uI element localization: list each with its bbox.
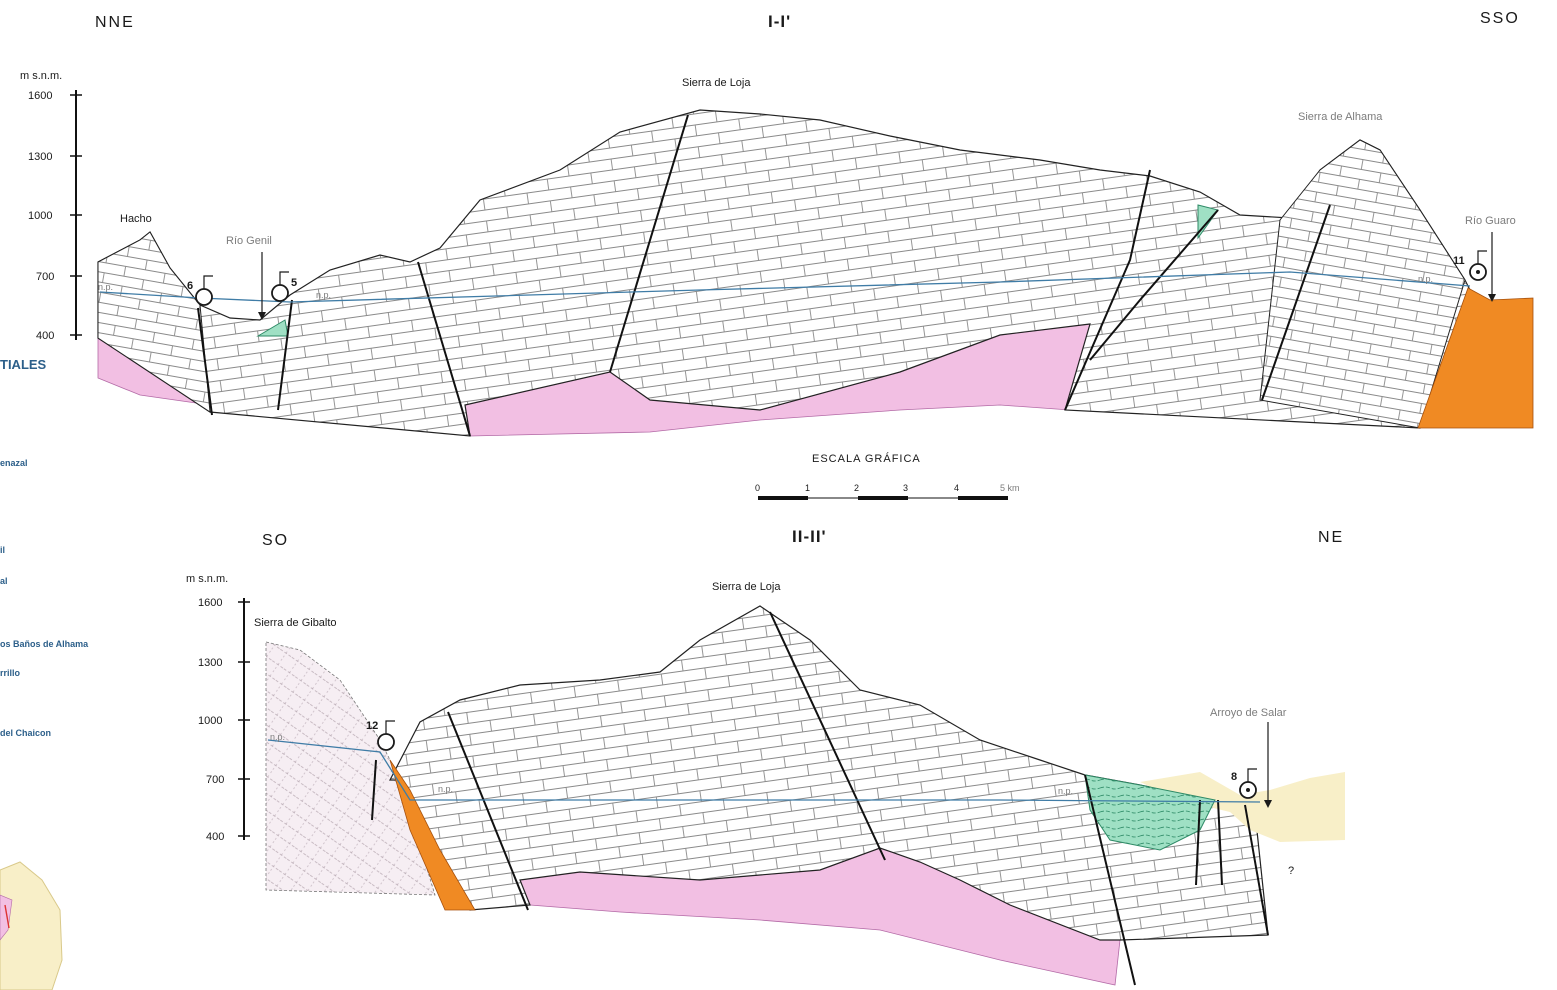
axis-2-tick-1600: 1600 xyxy=(198,597,222,609)
spring-8-label: 8 xyxy=(1231,771,1237,783)
axis-1-tick-1000: 1000 xyxy=(28,210,52,222)
axis-1-tick-700: 700 xyxy=(36,271,54,283)
label-sierra-de-loja-1: Sierra de Loja xyxy=(682,77,751,89)
spring-6-label: 6 xyxy=(187,280,193,292)
scale-end-label: 5 km xyxy=(1000,483,1020,493)
spring-5-label: 5 xyxy=(291,277,297,289)
axis-1-tick-1300: 1300 xyxy=(28,151,52,163)
legend-item-6: del Chaicon xyxy=(0,728,51,738)
label-arroyo-de-salar: Arroyo de Salar xyxy=(1210,707,1287,719)
legend-heading: TIALES xyxy=(0,357,47,372)
section-1-np-mid: n.p. xyxy=(316,290,331,300)
axis-2-tick-1000: 1000 xyxy=(198,715,222,727)
section-2-elevation-axis: m s.n.m. 1600 1300 1000 700 400 xyxy=(186,573,250,843)
scale-tick-2: 2 xyxy=(854,483,859,493)
section-2-title: II-II' xyxy=(792,527,827,546)
label-sierra-de-alhama: Sierra de Alhama xyxy=(1298,111,1383,123)
section-1-elevation-axis: m s.n.m. 1600 1300 1000 700 400 xyxy=(20,70,82,342)
legend-fragments: TIALES enazal il al os Baños de Alhama r… xyxy=(0,357,89,990)
section-2-axis-unit: m s.n.m. xyxy=(186,573,228,585)
legend-item-2: il xyxy=(0,545,5,555)
legend-item-5: rrillo xyxy=(0,668,21,678)
section-1-np-left: n.p. xyxy=(98,282,113,292)
scale-bar: ESCALA GRÁFICA 0 1 2 3 4 5 km xyxy=(755,452,1020,500)
spring-12-label: 12 xyxy=(366,720,378,732)
section-2-np-mid: n.p. xyxy=(438,784,453,794)
section-2-left-direction: SO xyxy=(262,532,289,549)
axis-2-tick-400: 400 xyxy=(206,831,224,843)
legend-item-1: enazal xyxy=(0,458,28,468)
section-1: NNE I-I' SSO m s.n.m. 1600 1300 1000 700… xyxy=(20,10,1533,436)
section-1-right-direction: SSO xyxy=(1480,10,1520,27)
section-2-np-left: n.p. xyxy=(270,732,285,742)
section-2-np-right: n.p. xyxy=(1058,786,1073,796)
legend-item-4: os Baños de Alhama xyxy=(0,639,89,649)
scale-bar-title: ESCALA GRÁFICA xyxy=(812,452,921,465)
label-sierra-de-loja-2: Sierra de Loja xyxy=(712,581,781,593)
section-1-left-direction: NNE xyxy=(95,14,135,31)
section-1-np-right: n.p. xyxy=(1418,274,1433,284)
axis-1-tick-400: 400 xyxy=(36,330,54,342)
section-1-axis-unit: m s.n.m. xyxy=(20,70,62,82)
scale-tick-3: 3 xyxy=(903,483,908,493)
section-1-title: I-I' xyxy=(768,12,791,31)
section-2: SO II-II' NE m s.n.m. 1600 1300 1000 700… xyxy=(186,527,1345,985)
scale-tick-1: 1 xyxy=(805,483,810,493)
label-rio-guaro: Río Guaro xyxy=(1465,215,1516,227)
scale-tick-0: 0 xyxy=(755,483,760,493)
label-sierra-de-gibalto: Sierra de Gibalto xyxy=(254,617,337,629)
unknown-mark: ? xyxy=(1288,865,1294,877)
axis-1-tick-1600: 1600 xyxy=(28,90,52,102)
axis-2-tick-700: 700 xyxy=(206,774,224,786)
label-rio-genil: Río Genil xyxy=(226,235,272,247)
axis-2-tick-1300: 1300 xyxy=(198,657,222,669)
scale-tick-4: 4 xyxy=(954,483,959,493)
section-2-right-direction: NE xyxy=(1318,529,1344,546)
legend-item-3: al xyxy=(0,576,8,586)
label-hacho: Hacho xyxy=(120,213,152,225)
spring-11-label: 11 xyxy=(1453,255,1465,267)
